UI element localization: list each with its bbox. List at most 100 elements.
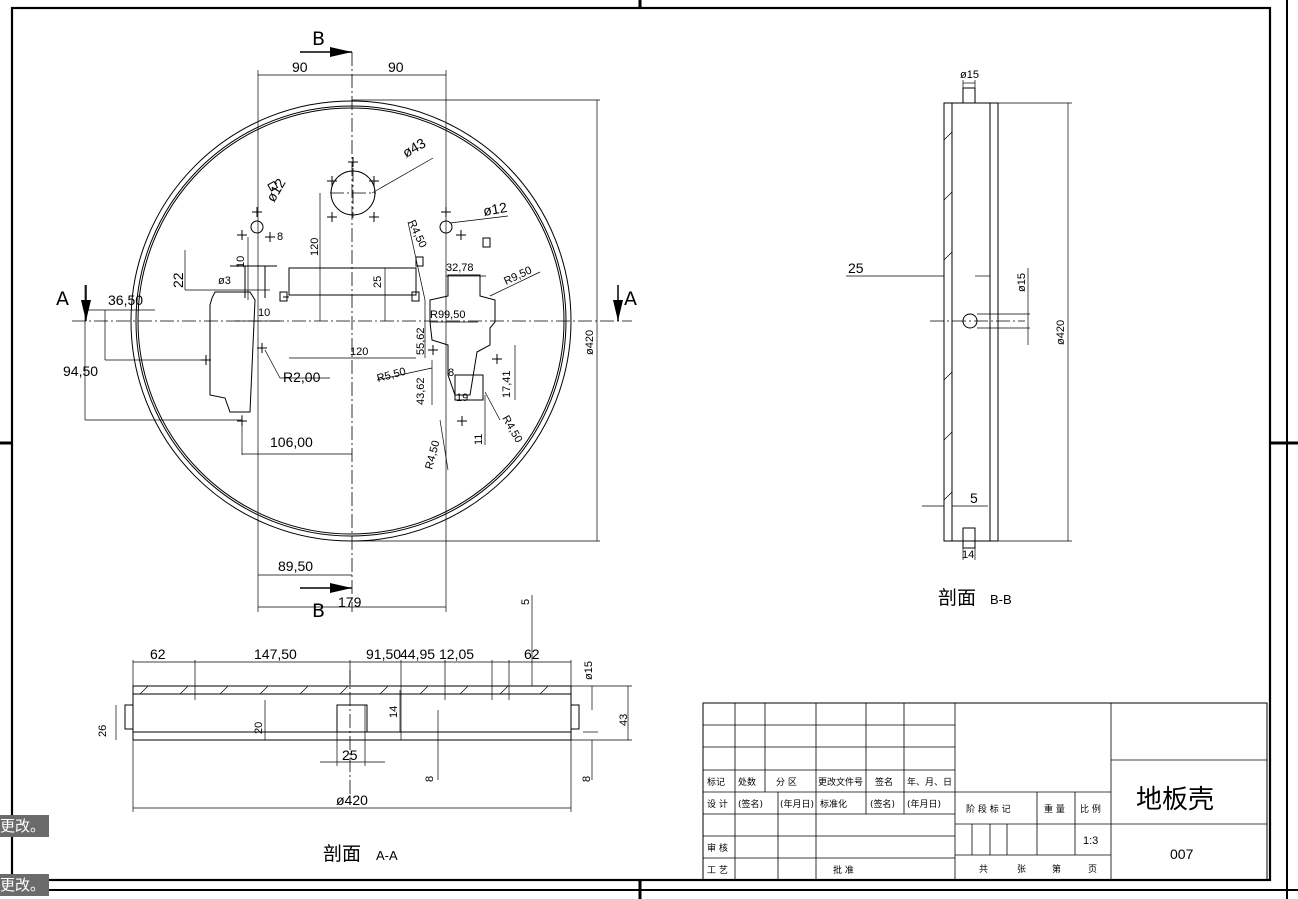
section-marker-b-top: B bbox=[312, 28, 325, 50]
review-label: 审 核 bbox=[707, 842, 728, 854]
design-row-2: (年月日) bbox=[780, 798, 814, 810]
dim-d15-mid: ø15 bbox=[1016, 273, 1028, 292]
design-row-3: 标准化 bbox=[820, 798, 847, 810]
dim-12-05: 12,05 bbox=[439, 646, 474, 662]
section-marker-a-right: A bbox=[624, 288, 637, 310]
design-row-5: (年月日) bbox=[907, 798, 941, 810]
sheet-count-0: 共 bbox=[979, 864, 988, 875]
dim-r9-50: R9,50 bbox=[502, 264, 534, 287]
dim-d12-left: ø12 bbox=[263, 175, 289, 204]
rev-header-5: 年、月、日 bbox=[907, 776, 952, 788]
dim-179: 179 bbox=[338, 594, 362, 610]
section-aa-view: 5 62 147,50 91,50 44,95 12,05 62 ø15 26 … bbox=[97, 595, 632, 865]
dim-8: 8 bbox=[277, 231, 283, 243]
dim-120-horizontal: 120 bbox=[350, 346, 368, 358]
dim-5-bb: 5 bbox=[970, 490, 978, 506]
section-aa-word: 剖面 bbox=[323, 843, 361, 865]
dim-8b: 8 bbox=[448, 367, 454, 379]
dim-36-50: 36,50 bbox=[108, 292, 143, 308]
dim-r4-50-top: R4,50 bbox=[405, 218, 428, 250]
section-aa-code: A-A bbox=[376, 848, 398, 863]
dim-d43: ø43 bbox=[400, 135, 429, 161]
dim-8-right: 8 bbox=[581, 776, 593, 782]
section-bb-word: 剖面 bbox=[938, 587, 976, 609]
overlay-note-1: 更改。 bbox=[0, 815, 50, 837]
stage-header-1: 重 量 bbox=[1044, 803, 1065, 815]
dim-62-left: 62 bbox=[150, 646, 166, 662]
dim-d3: ø3 bbox=[218, 275, 231, 287]
overlay-note-2: 更改。 bbox=[0, 874, 50, 896]
approve-label: 批 准 bbox=[833, 864, 854, 876]
dim-r4-50-bottom: R4,50 bbox=[423, 439, 442, 470]
dim-55-62: 55,62 bbox=[415, 327, 427, 355]
aa-dimension-lines bbox=[115, 595, 632, 812]
plan-dimension-lines bbox=[84, 70, 600, 612]
dim-5-aa: 5 bbox=[520, 599, 532, 605]
stage-header-0: 阶 段 标 记 bbox=[966, 803, 1011, 815]
dim-32-78: 32,78 bbox=[446, 262, 474, 274]
sheet-count-2: 第 bbox=[1052, 863, 1061, 875]
dim-147-50: 147,50 bbox=[254, 646, 297, 662]
section-marker-a-left: A bbox=[56, 288, 69, 310]
section-marker-b-bottom: B bbox=[312, 600, 325, 622]
rev-header-0: 标记 bbox=[707, 776, 725, 788]
dim-20: 20 bbox=[253, 722, 265, 734]
dim-106: 106,00 bbox=[270, 434, 313, 450]
dim-14-aa: 14 bbox=[388, 706, 400, 718]
section-arrows bbox=[81, 47, 623, 593]
dim-d15-aa: ø15 bbox=[583, 661, 595, 680]
section-bb-view: ø15 25 ø15 ø420 5 14 剖面 B-B bbox=[846, 69, 1072, 609]
dim-d12-right: ø12 bbox=[482, 199, 509, 219]
dim-26: 26 bbox=[97, 725, 109, 737]
title-block: 标记 处数 分 区 更改文件号 签名 年、月、日 设 计 (签名) (年月日) … bbox=[702, 702, 1268, 881]
section-bb-code: B-B bbox=[990, 592, 1012, 607]
dim-11: 11 bbox=[473, 434, 485, 445]
dim-25-bb: 25 bbox=[848, 260, 864, 276]
dim-10: 10 bbox=[235, 256, 247, 268]
dim-120-vertical: 120 bbox=[309, 238, 321, 256]
rev-header-1: 处数 bbox=[738, 776, 756, 788]
dim-44-95: 44,95 bbox=[400, 646, 435, 662]
design-row-1: (签名) bbox=[738, 798, 763, 810]
design-row-4: (签名) bbox=[870, 798, 895, 810]
dim-43: 43 bbox=[618, 714, 630, 726]
dim-90-right: 90 bbox=[388, 59, 404, 75]
dim-25-aa: 25 bbox=[342, 747, 358, 763]
stage-header-2: 比 例 bbox=[1080, 803, 1101, 815]
dim-43-62: 43,62 bbox=[415, 377, 427, 405]
dim-19: 19 bbox=[456, 392, 468, 404]
dim-91-50: 91,50 bbox=[366, 646, 401, 662]
dim-d15-top: ø15 bbox=[960, 69, 979, 81]
dim-25: 25 bbox=[372, 276, 384, 288]
dim-d420-bb: ø420 bbox=[1055, 320, 1067, 345]
dim-d420-aa: ø420 bbox=[336, 792, 368, 808]
dim-62-right: 62 bbox=[524, 646, 540, 662]
hole-marks bbox=[201, 157, 502, 426]
process-label: 工 艺 bbox=[707, 865, 728, 876]
rev-header-2: 分 区 bbox=[776, 777, 797, 788]
dim-8-mid: 8 bbox=[424, 776, 436, 782]
scale-value: 1:3 bbox=[1083, 835, 1098, 847]
plan-view bbox=[72, 47, 632, 612]
design-row-0: 设 计 bbox=[707, 798, 728, 810]
dim-r2: R2,00 bbox=[283, 369, 321, 385]
dim-90-left: 90 bbox=[292, 59, 308, 75]
dim-17-41: 17,41 bbox=[501, 370, 513, 398]
sheet-count-1: 张 bbox=[1017, 864, 1026, 875]
dim-d420-plan: ø420 bbox=[584, 330, 596, 355]
dim-r4-50-right: R4,50 bbox=[499, 414, 524, 445]
rev-header-3: 更改文件号 bbox=[818, 776, 863, 788]
dim-22: 22 bbox=[170, 272, 186, 288]
dim-r5-50: R5,50 bbox=[376, 366, 407, 385]
dim-14-bb: 14 bbox=[962, 549, 974, 561]
dim-10b: 10 bbox=[258, 307, 270, 319]
sheet-count-3: 页 bbox=[1088, 864, 1097, 875]
dim-94-50: 94,50 bbox=[63, 363, 98, 379]
drawing-number: 007 bbox=[1170, 846, 1194, 862]
part-name: 地板壳 bbox=[1136, 785, 1214, 815]
rev-header-4: 签名 bbox=[875, 776, 893, 788]
bb-dimension-lines bbox=[846, 80, 1072, 560]
dim-89-50: 89,50 bbox=[278, 558, 313, 574]
